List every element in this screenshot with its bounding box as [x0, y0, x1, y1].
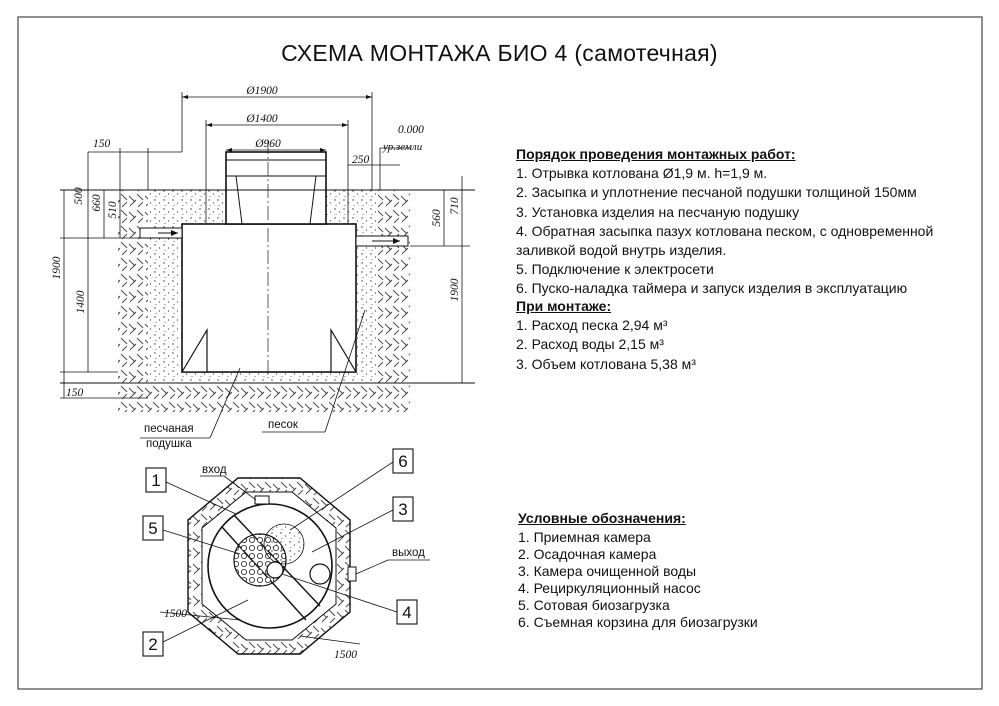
dim-ground-level-label: ур.земли: [382, 141, 423, 153]
marker-2: 2: [142, 599, 249, 657]
legend: Условные обозначения: 1. Приемная камера…: [518, 510, 758, 631]
svg-text:1: 1: [151, 471, 160, 490]
dim-outer-diameter: Ø1900: [245, 85, 278, 97]
dim-left-gap: 150: [93, 138, 111, 150]
dim-outlet-710: 710: [449, 197, 461, 215]
legend-item: 2. Осадочная камера: [518, 546, 657, 562]
svg-text:2: 2: [148, 635, 157, 654]
svg-text:3: 3: [398, 500, 407, 519]
label-outlet: выход: [392, 547, 425, 559]
marker-1: 1: [145, 467, 237, 515]
dim-depth-510: 510: [107, 201, 119, 219]
svg-text:4: 4: [402, 603, 411, 622]
clean-water-circle: [309, 563, 331, 585]
pump-circle: [266, 561, 284, 579]
installation-order: Порядок проведения монтажных работ: 1. О…: [516, 145, 933, 299]
dim-neck-diameter: Ø960: [254, 138, 281, 150]
dim-total-height-right: 1900: [449, 278, 461, 301]
svg-text:6: 6: [398, 452, 407, 471]
sheet-border: [17, 16, 983, 690]
dim-body-height: 1400: [75, 290, 87, 313]
plan-view: вход выход 1500 1500 1 5 2 6: [142, 448, 430, 661]
consumption-item: 3. Объем котлована 5,38 м³: [516, 355, 696, 372]
installation-step: заливкой водой внутрь изделия.: [516, 242, 727, 259]
marker-4: 4: [281, 573, 418, 625]
dim-bottom-cushion: 150: [66, 387, 84, 399]
legend-item: 4. Рециркуляционный насос: [518, 580, 701, 596]
dim-outlet-560: 560: [431, 209, 443, 227]
installation-step: 4. Обратная засыпка пазух котлована песк…: [516, 222, 934, 239]
during-installation: При монтаже: 1. Расход песка 2,94 м³ 2. …: [516, 297, 696, 374]
marker-3: 3: [311, 496, 414, 553]
section-view: Ø1900 Ø1400 Ø960 0.000 ур.земли 150 250 …: [51, 85, 475, 450]
dim-total-height-left: 1900: [51, 256, 63, 279]
dim-1500-bottom: 1500: [334, 649, 357, 661]
installation-step: 2. Засыпка и уплотнение песчаной подушки…: [516, 184, 917, 201]
consumption-item: 2. Расход воды 2,15 м³: [516, 336, 664, 353]
callout-sand: песок: [268, 419, 299, 431]
legend-item: 1. Приемная камера: [518, 529, 651, 545]
dim-right-gap: 250: [352, 154, 370, 166]
legend-item: 6. Съемная корзина для биозагрузки: [518, 614, 758, 630]
callout-sand-cushion-1: песчаная: [144, 423, 194, 435]
installation-step: 6. Пуско-наладка таймера и запуск издели…: [516, 280, 908, 297]
tank-neck: [225, 151, 327, 225]
callout-sand-cushion-2: подушка: [146, 438, 192, 450]
label-inlet: вход: [202, 464, 227, 476]
marker-6: 6: [289, 448, 414, 531]
installation-step: 1. Отрывка котлована Ø1,9 м. h=1,9 м.: [516, 165, 768, 182]
tank-body: [181, 223, 357, 373]
consumption-item: 1. Расход песка 2,94 м³: [516, 317, 668, 334]
dim-depth-500: 500: [73, 187, 85, 205]
installation-step: 5. Подключение к электросети: [516, 261, 714, 278]
legend-item: 5. Сотовая биозагрузка: [518, 597, 670, 613]
marker-5: 5: [142, 515, 241, 555]
during-installation-header: При монтаже:: [516, 298, 612, 314]
legend-item: 3. Камера очищенной воды: [518, 563, 697, 579]
drawing-title: СХЕМА МОНТАЖА БИО 4 (самотечная): [281, 40, 718, 66]
installation-order-header: Порядок проведения монтажных работ:: [516, 146, 796, 162]
installation-step: 3. Установка изделия на песчаную подушку: [516, 203, 800, 220]
dim-depth-660: 660: [91, 194, 103, 212]
dim-body-diameter: Ø1400: [245, 113, 278, 125]
dim-ground-level-value: 0.000: [398, 124, 424, 136]
dim-1500-left: 1500: [164, 608, 187, 620]
svg-text:5: 5: [148, 519, 157, 538]
legend-header: Условные обозначения:: [518, 510, 686, 526]
